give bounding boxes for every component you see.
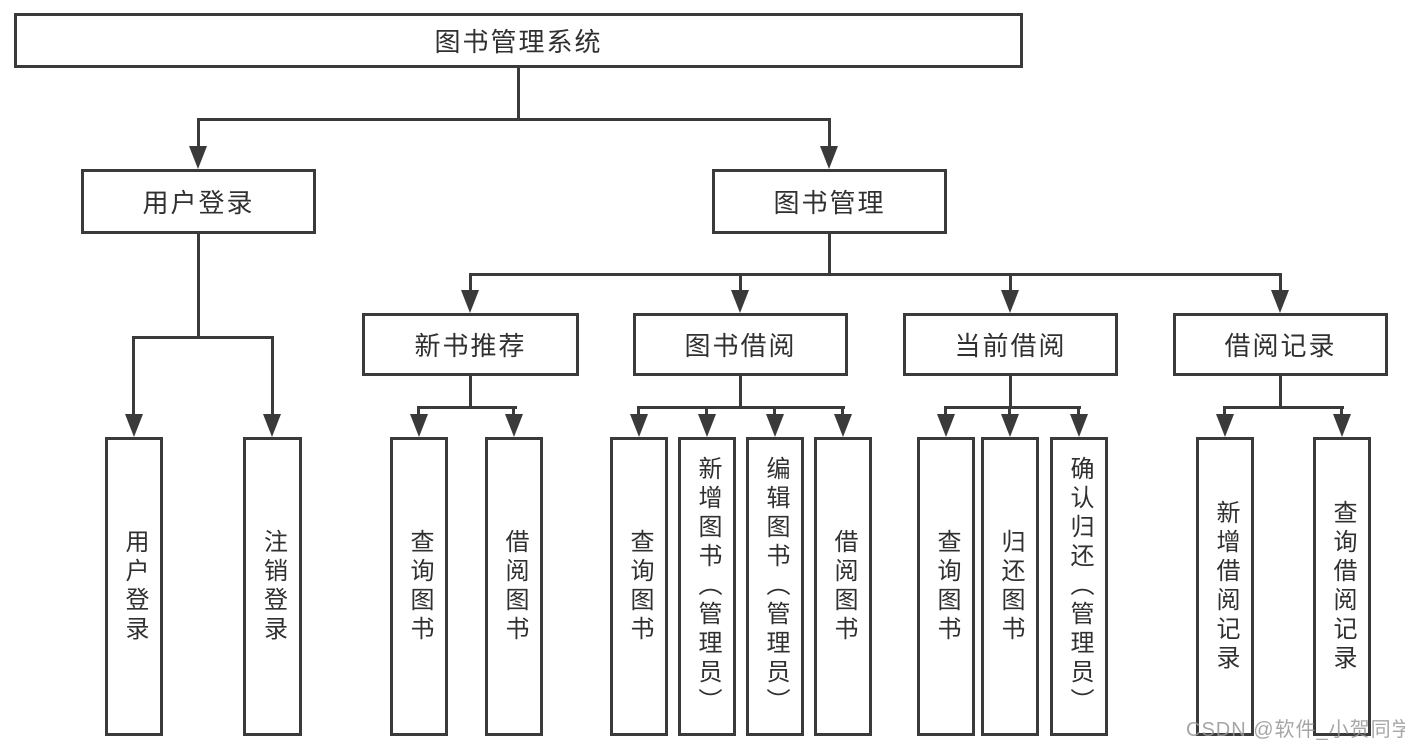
leaf-borrow-books-2: 借阅图书 bbox=[814, 437, 872, 736]
leaf-user-login: 用户登录 bbox=[105, 437, 163, 736]
connector-line bbox=[944, 406, 1081, 409]
node-library-management-system: 图书管理系统 bbox=[14, 13, 1023, 68]
arrow-down-icon bbox=[263, 414, 281, 437]
node-label: 新增图书（管理员） bbox=[694, 456, 721, 717]
connector-line bbox=[1279, 376, 1282, 409]
node-label: 注销登录 bbox=[259, 528, 287, 645]
connector-line bbox=[517, 68, 520, 121]
leaf-edit-books-admin: 编辑图书（管理员） bbox=[746, 437, 804, 736]
node-label: 查询图书 bbox=[933, 528, 960, 645]
arrow-down-icon bbox=[731, 290, 749, 313]
connector-line bbox=[1009, 276, 1012, 290]
arrow-down-icon bbox=[1271, 290, 1289, 313]
arrow-down-icon bbox=[937, 414, 955, 437]
arrow-down-icon bbox=[410, 414, 428, 437]
csdn-watermark: CSDN @软件_小贺同学 bbox=[1186, 719, 1405, 741]
node-label: 用户登录 bbox=[121, 528, 148, 645]
connector-line bbox=[271, 339, 274, 415]
connector-line bbox=[739, 276, 742, 290]
connector-line bbox=[197, 234, 200, 339]
arrow-down-icon bbox=[1333, 414, 1351, 437]
connector-line bbox=[841, 409, 844, 415]
connector-line bbox=[944, 409, 947, 415]
arrow-down-icon bbox=[1216, 414, 1234, 437]
arrow-down-icon bbox=[461, 290, 479, 313]
leaf-query-books-3: 查询图书 bbox=[917, 437, 975, 736]
leaf-borrow-books-1: 借阅图书 bbox=[485, 437, 543, 736]
connector-line bbox=[132, 336, 274, 339]
connector-line bbox=[828, 121, 831, 147]
node-label: 查询借阅记录 bbox=[1329, 499, 1356, 674]
connector-line bbox=[197, 118, 831, 121]
connector-line bbox=[1077, 409, 1080, 415]
connector-line bbox=[739, 376, 742, 409]
leaf-query-borrow-record: 查询借阅记录 bbox=[1313, 437, 1371, 736]
node-label: 查询图书 bbox=[406, 528, 433, 645]
arrow-down-icon bbox=[766, 414, 784, 437]
node-label: 新书推荐 bbox=[414, 331, 527, 361]
node-current-borrow: 当前借阅 bbox=[903, 313, 1118, 376]
node-label: 借阅图书 bbox=[501, 528, 528, 645]
node-label: 新增借阅记录 bbox=[1212, 499, 1239, 674]
connector-line bbox=[512, 409, 515, 415]
connector-line bbox=[773, 409, 776, 415]
node-book-management: 图书管理 bbox=[712, 169, 947, 234]
arrow-down-icon bbox=[698, 414, 716, 437]
arrow-down-icon bbox=[834, 414, 852, 437]
node-label: 编辑图书（管理员） bbox=[762, 456, 789, 717]
node-label: 查询图书 bbox=[626, 528, 653, 645]
leaf-confirm-return-admin: 确认归还（管理员） bbox=[1050, 437, 1108, 736]
node-new-book-recommend: 新书推荐 bbox=[362, 313, 579, 376]
node-label: 图书借阅 bbox=[684, 331, 797, 361]
connector-line bbox=[469, 273, 1282, 276]
leaf-query-books-2: 查询图书 bbox=[610, 437, 668, 736]
connector-line bbox=[1223, 406, 1344, 409]
arrow-down-icon bbox=[1001, 290, 1019, 313]
arrow-down-icon bbox=[1070, 414, 1088, 437]
connector-line bbox=[637, 409, 640, 415]
connector-line bbox=[1279, 276, 1282, 290]
connector-line bbox=[1223, 409, 1226, 415]
leaf-query-books-1: 查询图书 bbox=[390, 437, 448, 736]
arrow-down-icon bbox=[505, 414, 523, 437]
node-label: 归还图书 bbox=[997, 528, 1024, 645]
node-label: 图书管理系统 bbox=[434, 27, 603, 57]
node-borrow-records: 借阅记录 bbox=[1173, 313, 1388, 376]
node-label: 确认归还（管理员） bbox=[1066, 456, 1093, 717]
connector-line bbox=[469, 276, 472, 290]
connector-line bbox=[828, 234, 831, 276]
leaf-add-books-admin: 新增图书（管理员） bbox=[678, 437, 736, 736]
connector-line bbox=[1009, 376, 1012, 409]
connector-line bbox=[1008, 409, 1011, 415]
connector-line bbox=[417, 409, 420, 415]
connector-line bbox=[197, 121, 200, 147]
connector-line bbox=[417, 406, 517, 409]
connector-line bbox=[705, 409, 708, 415]
arrow-down-icon bbox=[820, 146, 838, 169]
node-label: 借阅图书 bbox=[830, 528, 857, 645]
connector-line bbox=[1340, 409, 1343, 415]
arrow-down-icon bbox=[125, 414, 143, 437]
arrow-down-icon bbox=[1001, 414, 1019, 437]
arrow-down-icon bbox=[630, 414, 648, 437]
connector-line bbox=[132, 339, 135, 415]
node-user-login: 用户登录 bbox=[81, 169, 316, 234]
connector-line bbox=[637, 406, 845, 409]
node-label: 当前借阅 bbox=[954, 331, 1067, 361]
arrow-down-icon bbox=[189, 146, 207, 169]
node-label: 图书管理 bbox=[773, 188, 886, 218]
connector-line bbox=[469, 376, 472, 409]
leaf-logout: 注销登录 bbox=[243, 437, 302, 736]
node-label: 借阅记录 bbox=[1224, 331, 1337, 361]
leaf-add-borrow-record: 新增借阅记录 bbox=[1196, 437, 1254, 736]
node-book-borrow: 图书借阅 bbox=[633, 313, 848, 376]
leaf-return-books: 归还图书 bbox=[981, 437, 1039, 736]
node-label: 用户登录 bbox=[142, 188, 255, 218]
